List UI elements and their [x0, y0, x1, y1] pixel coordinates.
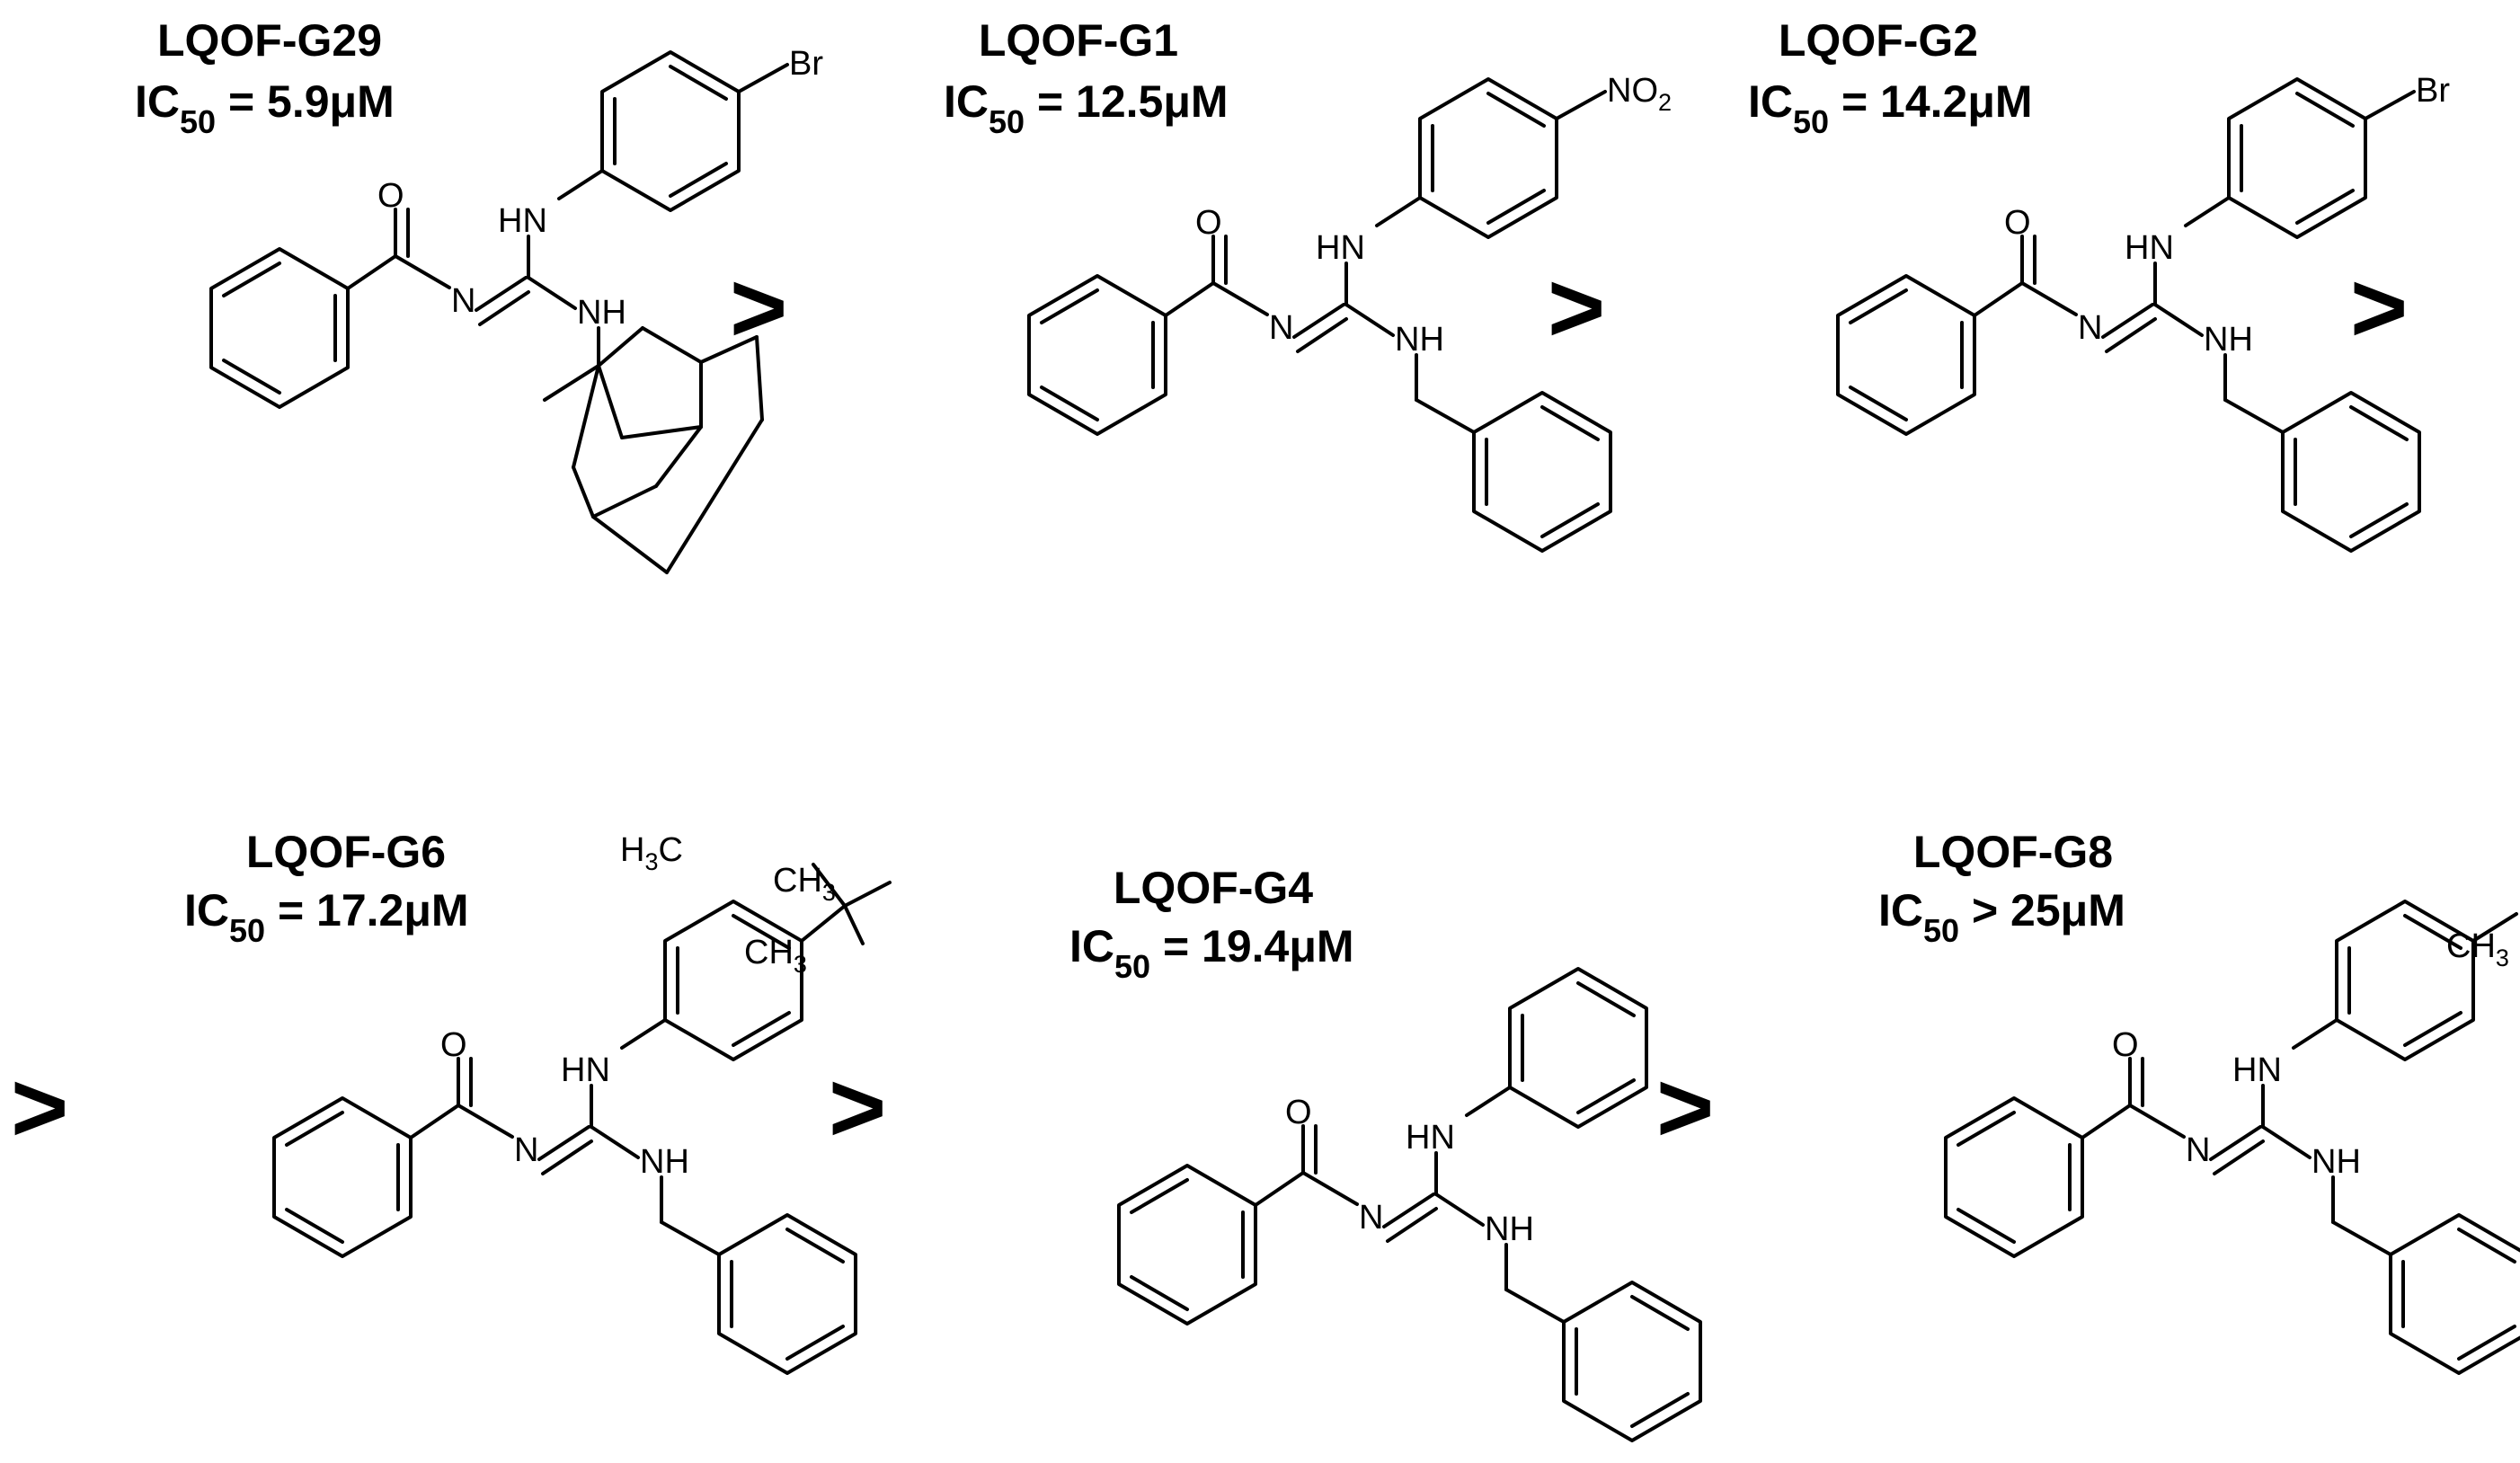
ic50-label: IC50 = 14.2μM: [1748, 76, 2033, 140]
methyl-label: CH3: [773, 862, 836, 906]
structure-lqof-g4: [1117, 967, 1702, 1442]
compound-name: LQOF-G1: [979, 15, 1178, 66]
methyl-label: H3C: [620, 831, 683, 875]
compound-name: LQOF-G29: [157, 15, 382, 66]
greater-than-symbol: >: [1548, 253, 1605, 363]
compound-name: LQOF-G6: [246, 827, 446, 877]
structure-lqof-g6: H3C CH3 CH3: [272, 831, 892, 1375]
compound-name: LQOF-G8: [1913, 827, 2113, 877]
bromo-label: Br: [2416, 72, 2450, 110]
ic50-label: IC50 = 12.5μM: [944, 76, 1229, 140]
greater-than-symbol: >: [730, 253, 787, 363]
methoxy-methyl-label: CH3: [2446, 927, 2509, 971]
ic50-label: IC50 = 5.9μM: [135, 76, 395, 140]
structure-lqof-g1: NO2: [1027, 72, 1672, 553]
compound-lqof-g8: LQOF-G8 IC50 > 25μM O CH3: [1878, 827, 2520, 1375]
compound-name: LQOF-G2: [1779, 15, 1978, 66]
ic50-label: IC50 = 19.4μM: [1069, 921, 1354, 985]
nitro-label: NO2: [1607, 72, 1672, 116]
methyl-label: CH3: [744, 934, 807, 978]
ic50-label: IC50 > 25μM: [1878, 885, 2125, 949]
structure-lqof-g29: Br: [209, 45, 823, 574]
ic50-label: IC50 = 17.2μM: [184, 885, 469, 949]
compound-lqof-g6: LQOF-G6 IC50 = 17.2μM H3C CH3 CH3: [184, 827, 892, 1375]
greater-than-symbol: >: [829, 1052, 886, 1163]
compound-lqof-g2: LQOF-G2 IC50 = 14.2μM Br: [1748, 15, 2450, 553]
structure-lqof-g2: Br: [1836, 72, 2450, 553]
greater-than-symbol: >: [1656, 1052, 1714, 1163]
compound-name: LQOF-G4: [1114, 863, 1313, 913]
compound-lqof-g1: LQOF-G1 IC50 = 12.5μM NO2: [944, 15, 1672, 553]
compound-lqof-g4: LQOF-G4 IC50 = 19.4μM: [1069, 863, 1702, 1442]
compound-lqof-g29: LQOF-G29 IC50 = 5.9μM Br: [135, 15, 823, 574]
structure-lqof-g8: O CH3: [1944, 891, 2520, 1375]
greater-than-symbol: >: [2350, 253, 2408, 363]
bromo-label: Br: [789, 45, 823, 83]
greater-than-symbol: >: [11, 1052, 68, 1163]
